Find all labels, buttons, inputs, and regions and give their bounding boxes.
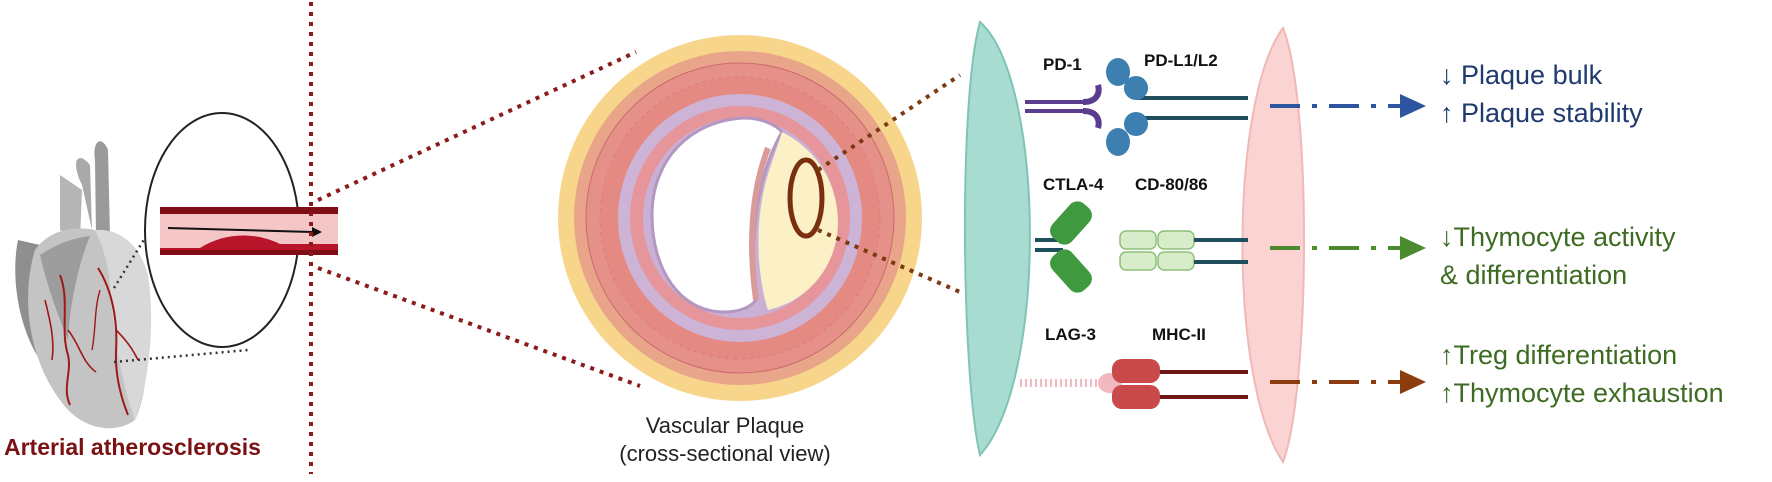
arrow-brown: [1270, 370, 1426, 394]
mhc2-ligand: [1112, 359, 1248, 409]
mhc2-label: MHC-II: [1152, 325, 1206, 344]
artery-magnifier: [144, 112, 338, 348]
lag3-receptor: [1020, 373, 1122, 393]
heart-illustration: [15, 141, 152, 429]
plaque-zoom-line-upper: [317, 50, 637, 202]
plaque-zoom-line-lower: [317, 266, 641, 388]
outcome-ctla4-line2: & differentiation: [1440, 260, 1628, 290]
heart-zoom-line-lower: [113, 348, 249, 364]
ctla4-receptor: [1035, 201, 1092, 293]
outcome-pd1-line2: ↑ Plaque stability: [1440, 98, 1643, 128]
arrow-green: [1270, 236, 1426, 260]
plaque-caption-line2: (cross-sectional view): [619, 440, 831, 466]
ctla4-label: CTLA-4: [1043, 175, 1104, 194]
pdl1-label: PD-L1/L2: [1144, 51, 1218, 70]
outcome-ctla4-line1: ↓Thymocyte activity: [1440, 222, 1676, 252]
pd1-label: PD-1: [1043, 55, 1082, 74]
cd80-ligand: [1119, 230, 1248, 271]
lag3-label: LAG-3: [1045, 325, 1096, 344]
pdl1-ligand: [1106, 58, 1248, 156]
arrow-blue: [1270, 94, 1426, 118]
plaque-caption: Vascular Plaque (cross-sectional view): [590, 412, 860, 467]
heart-caption: Arterial atherosclerosis: [4, 434, 261, 460]
pd1-receptor: [1025, 84, 1102, 129]
cd80-label: CD-80/86: [1135, 175, 1208, 194]
vascular-plaque-cross-section: [558, 35, 922, 401]
outcome-lag3-line1: ↑Treg differentiation: [1440, 340, 1678, 370]
t-cell-membrane: [963, 20, 1031, 458]
outcome-pd1-line1: ↓ Plaque bulk: [1440, 60, 1603, 90]
synapse-zoom-line-upper: [816, 73, 962, 172]
plaque-caption-line1: Vascular Plaque: [645, 413, 805, 438]
apc-cell-membrane: [1241, 25, 1305, 465]
outcome-lag3-line2: ↑Thymocyte exhaustion: [1440, 378, 1724, 408]
